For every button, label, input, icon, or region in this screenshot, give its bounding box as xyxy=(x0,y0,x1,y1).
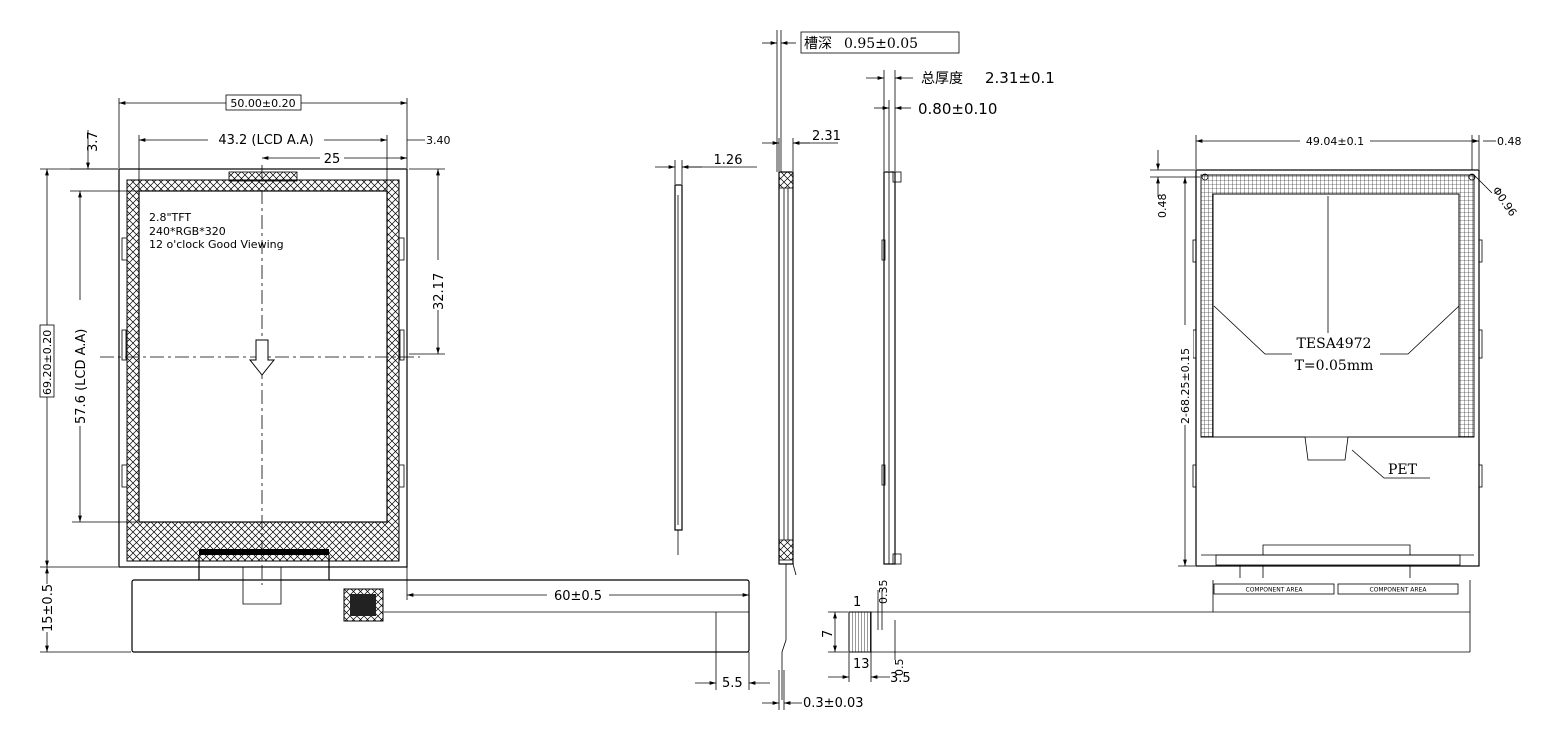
connector-fingers xyxy=(848,611,872,653)
dim-mid-thickness: 2.31 xyxy=(812,129,841,144)
dim-center-offset: 25 xyxy=(324,152,341,167)
dim-finger-offset: 5.5 xyxy=(722,676,743,691)
dim-overall-width: 50.00±0.20 xyxy=(230,97,295,110)
rear-view: COMPONENT AREA COMPONENT AREA TESA4972 T… xyxy=(1150,134,1522,652)
top-tab xyxy=(228,171,298,182)
groove-label: 槽深 xyxy=(804,36,832,52)
panel-label-resolution: 240*RGB*320 xyxy=(149,225,226,238)
dim-fpc-length: 15±0.5 xyxy=(41,584,56,632)
connector-detail: 7 1 13 0.35 0.5 3.5 xyxy=(821,580,1470,686)
dim-rear-height: 2-68.25±0.15 xyxy=(1179,348,1192,424)
component-area-1: COMPONENT AREA xyxy=(1246,587,1304,594)
total-label: 总厚度 xyxy=(921,71,963,87)
module-outline xyxy=(118,168,408,568)
groove-value: 0.95±0.05 xyxy=(844,36,918,52)
dim-connector-width: 3.5 xyxy=(890,671,911,686)
viewing-direction-icon xyxy=(248,339,276,376)
dim-panel-thickness: 0.80±0.10 xyxy=(918,100,997,118)
side-view-panel: 1.26 xyxy=(655,153,757,555)
tape-frame xyxy=(1200,174,1475,438)
film-label: PET xyxy=(1388,462,1418,478)
pin-first: 1 xyxy=(853,595,861,610)
dim-corner-offset-v: 0.48 xyxy=(1156,194,1169,219)
dim-pitch: 0.35 xyxy=(877,580,890,605)
dim-center-height: 32.17 xyxy=(432,273,447,310)
dim-edge-offset: 3.40 xyxy=(426,134,451,147)
dim-connector-height: 7 xyxy=(821,630,836,638)
total-value: 2.31±0.1 xyxy=(985,69,1055,87)
dim-overall-height: 69.20±0.20 xyxy=(41,330,54,395)
dim-aa-height: 57.6 (LCD A.A) xyxy=(74,329,89,424)
dim-fpc-thickness: 0.3±0.03 xyxy=(803,696,864,711)
component-area-2: COMPONENT AREA xyxy=(1370,587,1428,594)
rear-outline xyxy=(1195,169,1480,567)
tape-name: TESA4972 xyxy=(1297,336,1372,352)
dim-fpc-extension: 60±0.5 xyxy=(554,589,602,604)
driver-ic xyxy=(199,549,329,555)
dim-rear-width: 49.04±0.1 xyxy=(1306,135,1364,148)
side-view-total: 总厚度 2.31±0.1 0.80±0.10 xyxy=(866,69,1055,565)
panel-label-viewing: 12 o'clock Good Viewing xyxy=(149,238,284,251)
tape-thickness: T=0.05mm xyxy=(1295,358,1374,374)
pin-last: 13 xyxy=(853,657,870,672)
dim-top-offset: 3.7 xyxy=(86,131,101,152)
dim-thin-thickness: 1.26 xyxy=(714,153,743,168)
dim-hole: Φ0.96 xyxy=(1490,184,1520,219)
side-view-module: 槽深 0.95±0.05 2.31 0.3±0.03 xyxy=(762,30,960,711)
front-view: 2.8"TFT 240*RGB*320 12 o'clock Good View… xyxy=(39,94,770,691)
panel-label-size: 2.8"TFT xyxy=(149,211,191,224)
fpc-tail xyxy=(131,579,750,653)
dim-corner-offset: 0.48 xyxy=(1497,135,1522,148)
dim-finger-length: 0.5 xyxy=(893,659,906,677)
dim-aa-width: 43.2 (LCD A.A) xyxy=(218,133,313,148)
